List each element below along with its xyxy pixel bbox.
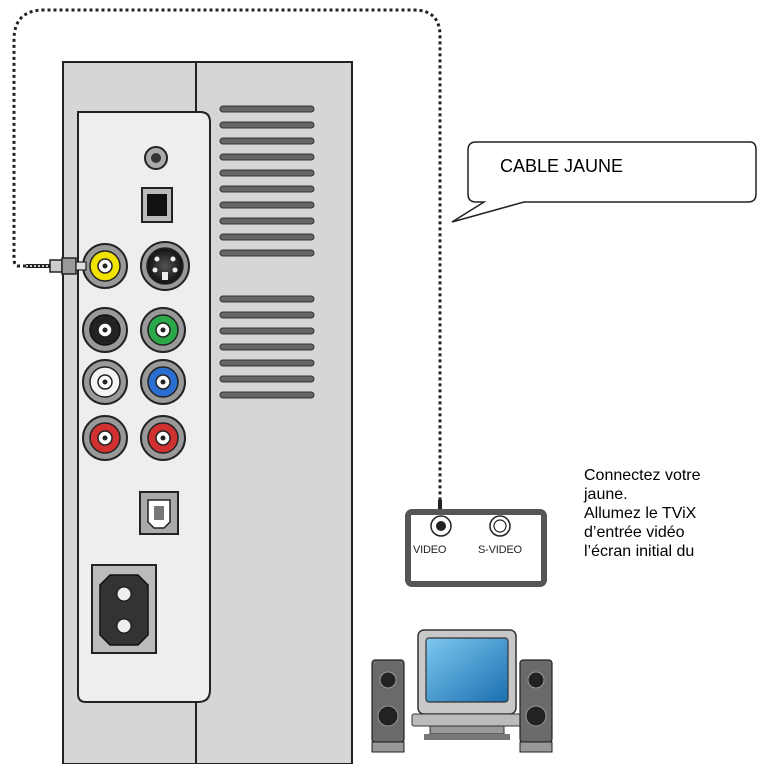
instructions-line-4: d’entrée vidéo	[584, 524, 685, 541]
speaker-left-icon	[371, 659, 405, 753]
vent-grille-top	[219, 105, 315, 257]
s-video-port	[140, 241, 190, 291]
rca-jack-red-left	[82, 415, 128, 461]
tv-video-label: VIDEO	[413, 544, 447, 556]
instructions-text: Connectez votre jaune. Allumez le TViX d…	[584, 466, 762, 561]
tv-set-icon	[411, 629, 523, 740]
rca-jack-green	[140, 307, 186, 353]
cable-plug-device	[26, 257, 87, 275]
callout-bubble	[451, 141, 757, 223]
tv-svideo-jack	[489, 515, 511, 537]
rca-jack-white	[82, 359, 128, 405]
tv-input-panel	[405, 509, 547, 587]
instructions-line-3: Allumez le TViX	[584, 505, 697, 522]
mini-jack	[144, 146, 168, 170]
instructions-line-5: l’écran initial du	[584, 543, 695, 560]
yellow-cable	[12, 8, 442, 500]
rca-jack-black	[82, 307, 128, 353]
composite-video-jack	[82, 243, 128, 289]
rca-jack-blue	[140, 359, 186, 405]
optical-port	[141, 187, 173, 223]
vent-grille-bottom	[219, 295, 315, 399]
tv-svideo-label: S-VIDEO	[478, 544, 522, 556]
rca-jack-red-right	[140, 415, 186, 461]
speaker-right-icon	[519, 659, 553, 753]
callout-text: CABLE JAUNE	[500, 156, 624, 176]
media-player-rear	[62, 61, 353, 764]
usb-b-port	[139, 491, 179, 535]
instructions-line-2: jaune.	[584, 486, 628, 503]
instructions-line-1: Connectez votre	[584, 467, 701, 484]
power-inlet	[91, 564, 157, 654]
